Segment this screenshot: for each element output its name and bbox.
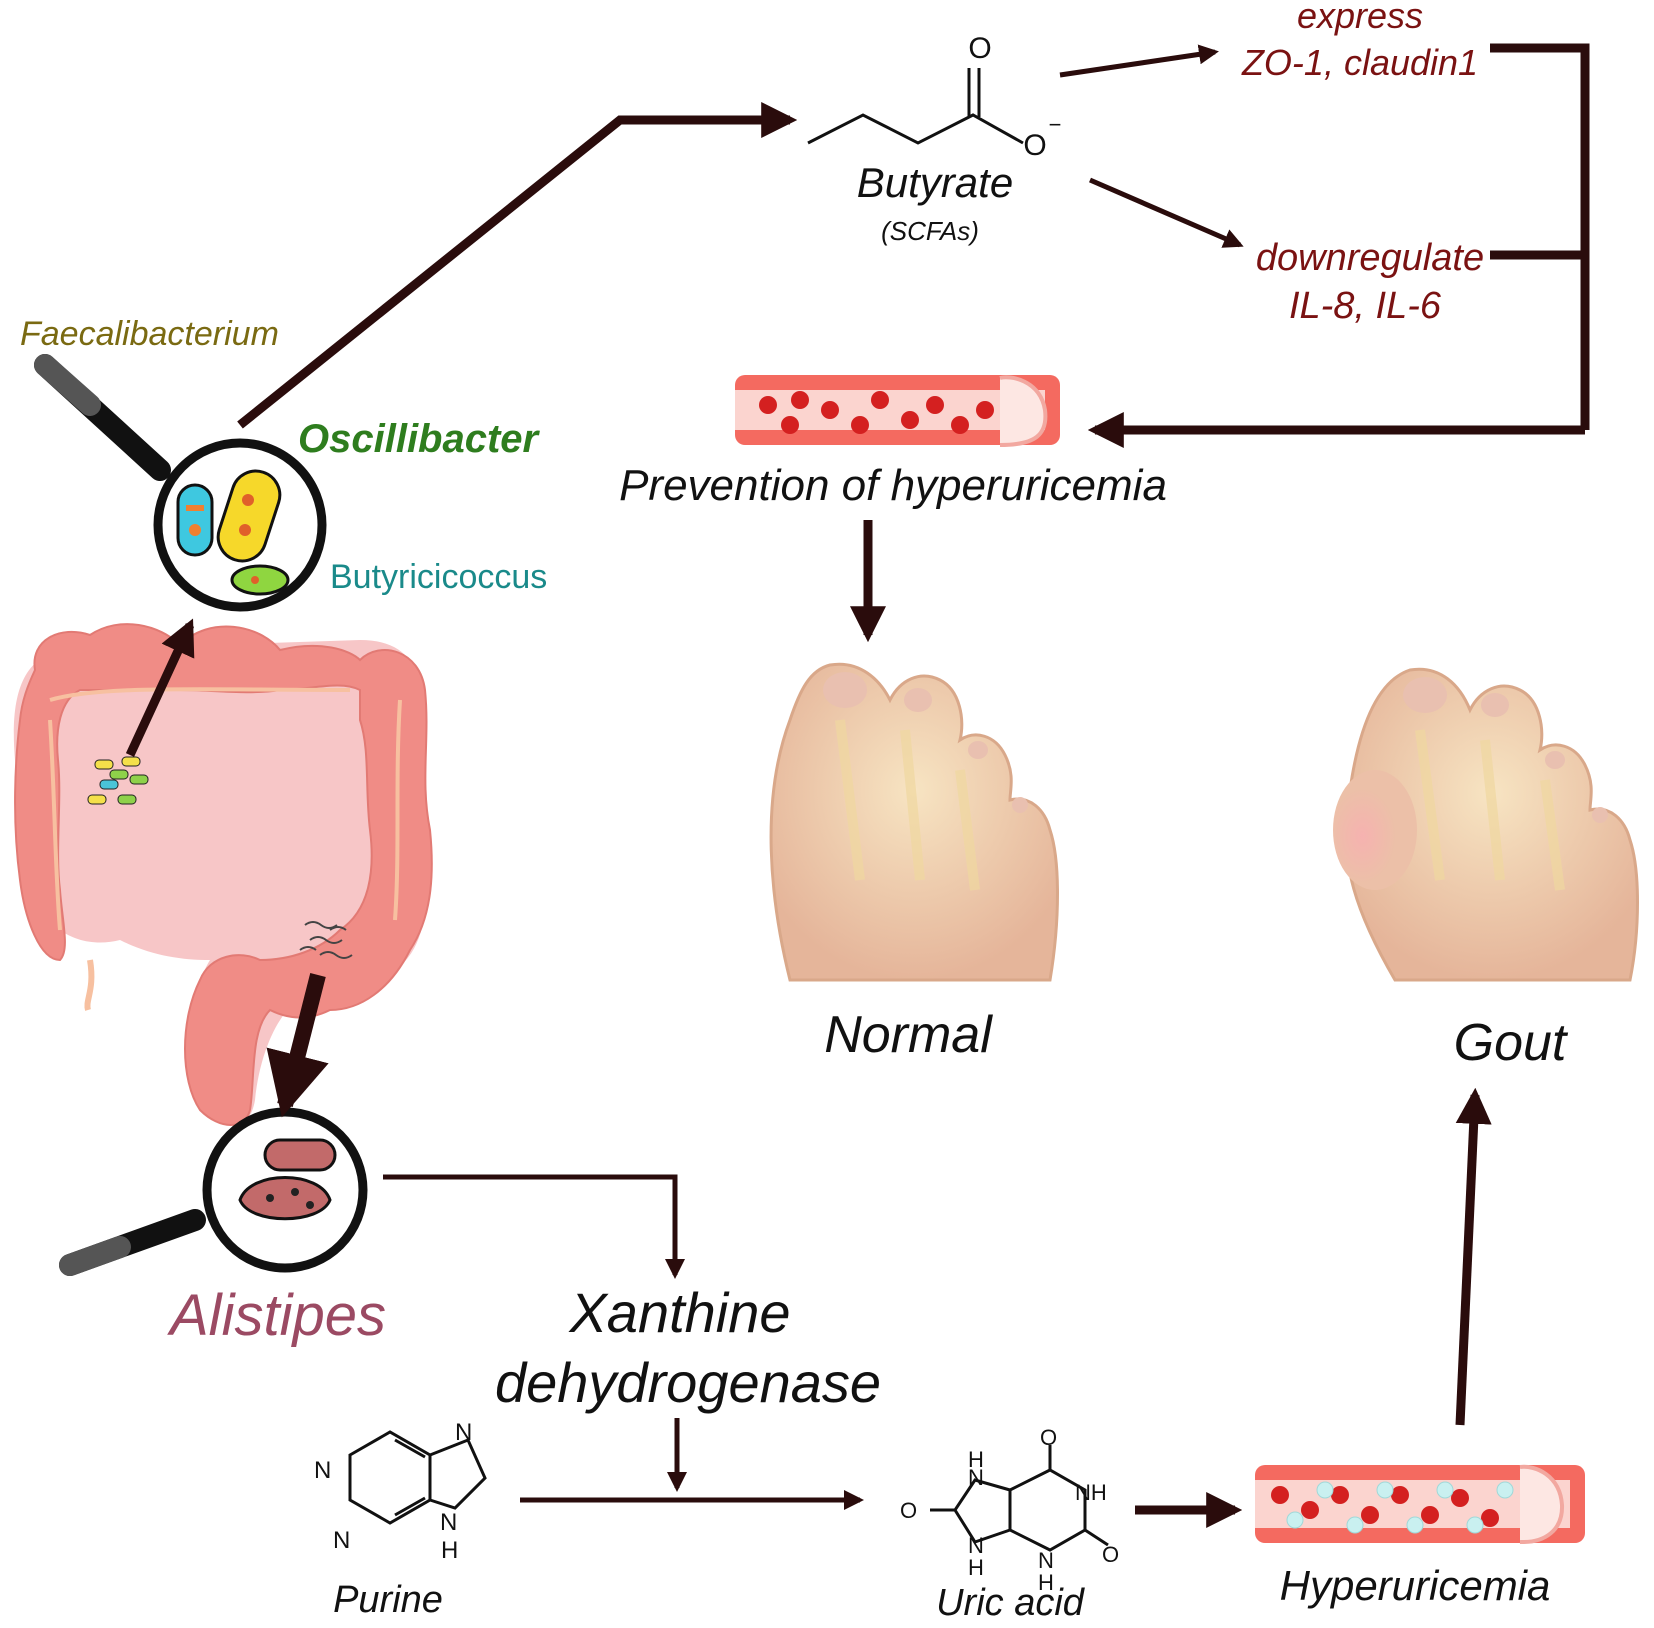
butyrate-oxide-o: O <box>1023 129 1046 162</box>
uric-n-lower-right: N <box>1038 1548 1054 1573</box>
arrow-colon-to-magnifier-bottom <box>266 973 329 1118</box>
label-oscillibacter: Oscillibacter <box>298 417 541 461</box>
purine-n3: N <box>333 1527 350 1554</box>
uric-h-top: H <box>968 1447 984 1472</box>
arrow-butyrate-to-express <box>1059 44 1219 78</box>
colon-alistipes-cluster <box>299 921 353 959</box>
uric-nh-right: NH <box>1075 1480 1107 1505</box>
bacterium-green <box>230 564 290 596</box>
arrows <box>125 43 1590 1528</box>
uric-h-lower-right: H <box>1038 1570 1054 1595</box>
label-alistipes: Alistipes <box>167 1283 386 1348</box>
uric-acid-structure <box>930 1445 1109 1552</box>
bracket-effects <box>1490 43 1590 430</box>
uric-o-right: O <box>1102 1542 1119 1567</box>
uric-h-bottom: H <box>968 1555 984 1580</box>
arrow-butyrate-to-downregulate <box>1089 177 1244 248</box>
purine-n7: N <box>455 1419 472 1446</box>
butyrate-charge: − <box>1049 112 1062 137</box>
purine-n1: N <box>314 1457 331 1484</box>
uric-o-left: O <box>900 1498 917 1523</box>
label-express-targets: ZO-1, claudin1 <box>1241 42 1478 83</box>
colon-bacteria-cluster <box>87 756 149 805</box>
label-uric-acid: Uric acid <box>936 1582 1086 1623</box>
label-express: express <box>1297 0 1423 36</box>
label-xanthine: Xanthine <box>567 1281 790 1344</box>
arrow-colon-to-magnifier-top <box>125 618 195 757</box>
butyrate-carbonyl-o: O <box>968 32 991 65</box>
foot-gout <box>1333 667 1639 982</box>
arrow-bacteria-to-butyrate <box>237 102 798 429</box>
label-faecalibacterium: Faecalibacterium <box>20 315 279 353</box>
label-downregulate: downregulate <box>1256 237 1484 279</box>
magnifier-bottom <box>59 1107 368 1276</box>
purine-h9: H <box>441 1537 458 1564</box>
foot-normal <box>769 662 1059 982</box>
label-normal: Normal <box>824 1006 993 1064</box>
label-butyricicoccus: Butyricicoccus <box>330 558 547 596</box>
arrow-hyperuricemia-to-gout <box>1455 1087 1492 1426</box>
magnifier-top <box>34 354 327 612</box>
label-hyperuricemia: Hyperuricemia <box>1280 1562 1551 1609</box>
bacterium-yellow <box>216 469 282 563</box>
uric-o-top: O <box>1040 1425 1057 1450</box>
colon-illustration <box>13 623 433 1126</box>
vessel-prevention <box>735 375 1060 447</box>
purine-structure <box>348 1430 487 1525</box>
label-dehydrogenase: dehydrogenase <box>495 1351 881 1414</box>
arrow-alistipes-to-xanthine <box>383 1174 685 1279</box>
label-downregulate-targets: IL-8, IL-6 <box>1289 285 1442 327</box>
bacterium-cyan <box>176 483 214 557</box>
label-scfas: (SCFAs) <box>881 216 979 246</box>
vessel-hyperuricemia <box>1255 1464 1585 1545</box>
label-butyrate: Butyrate <box>857 159 1013 206</box>
butyrate-structure <box>807 68 1024 145</box>
label-purine: Purine <box>333 1579 443 1621</box>
label-gout: Gout <box>1454 1014 1569 1072</box>
purine-n9: N <box>440 1509 457 1536</box>
uric-n-bottom: N <box>968 1533 984 1558</box>
label-prevention: Prevention of hyperuricemia <box>619 461 1167 510</box>
uric-n-top: N <box>968 1465 984 1490</box>
